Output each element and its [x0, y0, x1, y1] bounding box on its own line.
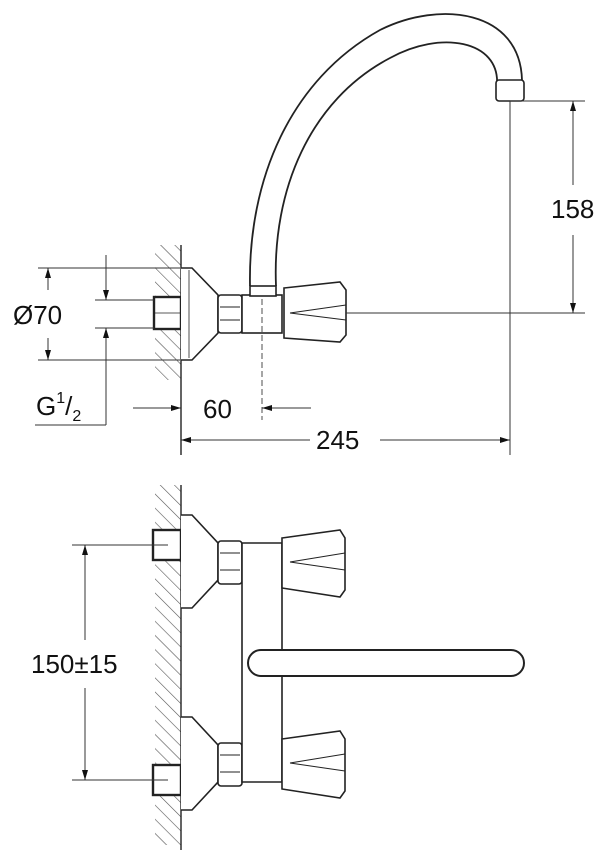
wall-to-axis-label: 60	[203, 394, 232, 424]
outlet-height-label: 158	[551, 194, 595, 224]
handle	[283, 281, 347, 343]
thread-size-label: G1/2	[36, 390, 81, 425]
front-view	[151, 485, 525, 850]
flange-diameter-label: Ø70	[13, 300, 63, 330]
side-view	[152, 13, 525, 455]
thread-denominator: 2	[72, 408, 82, 425]
front-dimension-lines	[72, 544, 168, 781]
thread-slash: /	[65, 391, 73, 421]
inlet-distance-label: 150±15	[31, 649, 118, 679]
spout-front	[247, 649, 525, 677]
projection-label: 245	[316, 425, 360, 455]
nut	[217, 294, 243, 334]
thread-numerator: 1	[56, 390, 66, 407]
flange	[181, 267, 219, 361]
spout-outer	[249, 13, 523, 287]
thread-prefix: G	[36, 391, 57, 421]
spout-inner	[274, 41, 498, 287]
aerator	[495, 79, 525, 102]
side-dimension-lines	[35, 100, 585, 455]
